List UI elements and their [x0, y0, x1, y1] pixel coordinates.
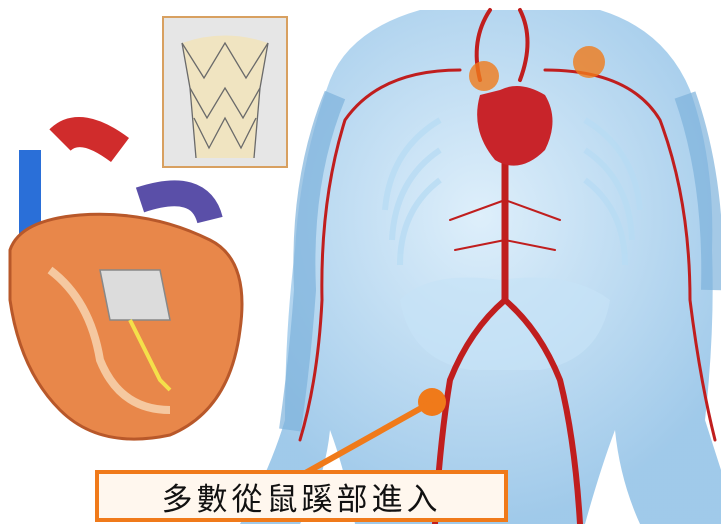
subclavian-access-marker [469, 61, 499, 91]
shoulder-access-marker [573, 46, 605, 78]
caption-box: 多數從鼠蹊部進入 [95, 470, 508, 522]
implanted-valve [100, 270, 170, 320]
caption-text: 多數從鼠蹊部進入 [162, 474, 442, 519]
valve-stent-image [162, 16, 288, 168]
